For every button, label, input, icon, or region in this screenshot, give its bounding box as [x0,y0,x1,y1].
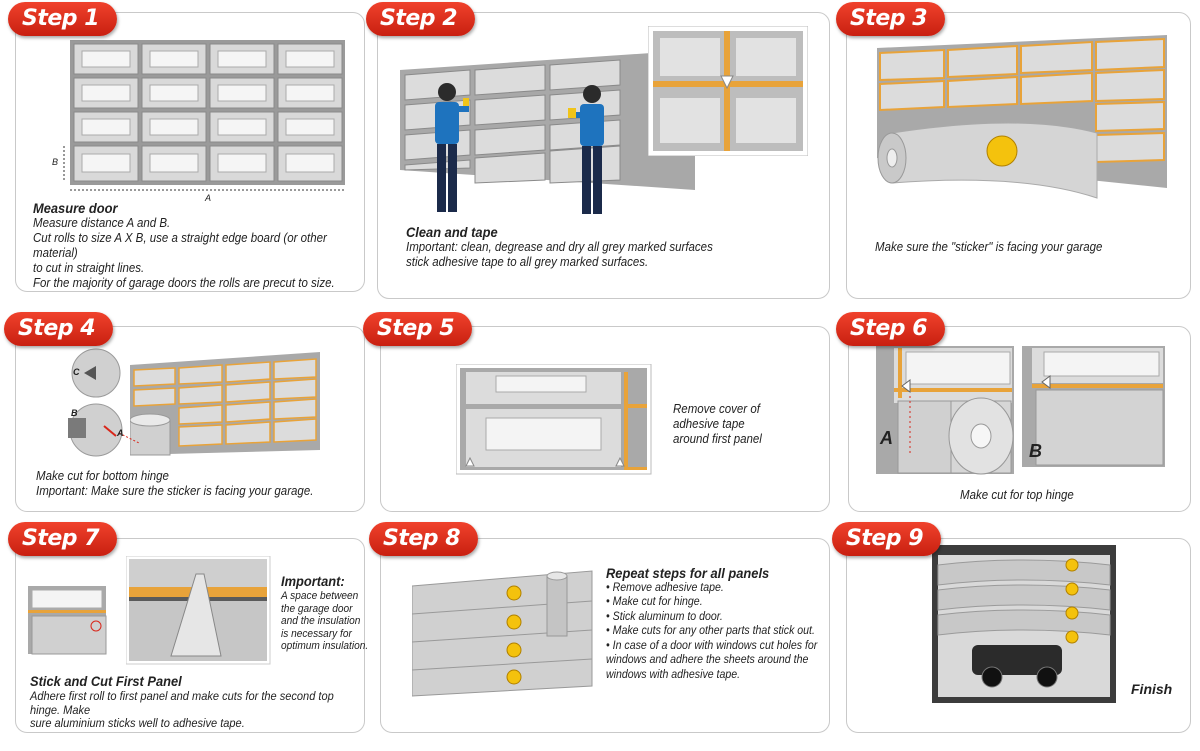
step-8-bullet: Make cuts for any other parts that stick… [606,624,818,639]
step-7-panel-illustration [28,586,107,655]
step-6-badge: Step 6 [836,312,945,346]
step-9-title: Finish [1131,681,1173,697]
step-7-line: sure aluminium sticks well to adhesive t… [30,716,245,730]
step-7-zoom-detail [126,556,271,665]
step-5-line: Remove cover of [673,402,760,416]
step-4-label-a: A [117,428,124,438]
step-4-badge: Step 4 [4,312,113,346]
step-9-badge: Step 9 [832,522,941,556]
step-6-text: Make cut for top hinge [960,488,1144,503]
step-2-title: Clean and tape [406,224,498,240]
step-1-title: Measure door [33,200,118,216]
step-8-badge: Step 8 [369,522,478,556]
step-4-label-b: B [71,408,78,418]
step-5-line: around first panel [673,432,762,446]
step-8-line: windows with adhesive tape. [606,668,741,681]
step-8-line: windows and adhere the sheets around the [606,654,809,666]
step-2-text: Clean and tape Important: clean, degreas… [406,225,774,270]
step-7-badge: Step 7 [8,522,117,556]
step-8-title: Repeat steps for all panels [606,565,770,581]
step-9-garage-illustration [932,545,1116,703]
step-7-note-title: Important: [281,573,345,589]
step-4-door-illustration [130,352,320,456]
step-6-line: Make cut for top hinge [960,488,1074,502]
step-2-zoom-detail [648,26,808,156]
step-1-label-a: A [205,193,212,203]
step-1-line: to cut in straight lines. [33,261,145,275]
step-1-text: Measure door Measure distance A and B. C… [33,201,364,291]
step-1-line: For the majority of garage doors the rol… [33,276,335,290]
step-5-badge: Step 5 [363,312,472,346]
step-8-bullet: Remove adhesive tape. [606,581,818,596]
step-6-label-b: B [1029,441,1042,461]
step-8-bullet: In case of a door with windows cut holes… [606,639,818,654]
step-6-illustration-a [876,346,1014,475]
step-6-label-a: A [880,428,893,448]
step-3-text: Make sure the "sticker" is facing your g… [875,240,1151,255]
step-5-line: adhesive tape [673,417,745,431]
step-7-note-line: optimum insulation. [281,640,369,652]
step-1-door-illustration [63,40,345,191]
step-3-line: Make sure the "sticker" is facing your g… [875,240,1103,254]
step-8-bullet-list: Remove adhesive tape. Make cut for hinge… [606,581,818,654]
step-5-text: Remove cover of adhesive tape around fir… [673,402,793,447]
step-7-note-line: the garage door [281,602,353,615]
step-4-label-c: C [73,367,80,377]
step-4-zoom-detail [68,348,139,457]
step-5-panel-illustration [456,364,652,475]
cleaning-person-icon [435,83,469,212]
taping-person-icon [568,85,604,214]
step-3-badge: Step 3 [836,2,945,36]
step-2-door-illustration [400,50,695,190]
step-2-line: stick adhesive tape to all grey marked s… [406,255,649,269]
step-7-text: Stick and Cut First Panel Adhere first r… [30,673,361,731]
step-3-door-illustration [877,35,1167,199]
step-1-badge: Step 1 [8,2,117,36]
step-7-line: Adhere first roll to first panel and mak… [30,689,334,717]
step-4-text: Make cut for bottom hinge Important: Mak… [36,469,330,499]
step-1-label-b: B [52,157,59,167]
step-7-title: Stick and Cut First Panel [30,673,182,689]
step-8-bullet: Stick aluminum to door. [606,610,818,625]
step-1-line: Measure distance A and B. [33,216,171,230]
step-8-text: Repeat steps for all panels Remove adhes… [606,566,818,682]
step-7-note-line: is necessary for [281,627,352,640]
step-6-illustration-b [1022,346,1165,467]
step-8-bullet: Make cut for hinge. [606,595,818,610]
step-2-badge: Step 2 [366,2,475,36]
step-7-note-line: and the insulation [281,615,361,627]
step-7-note-line: A space between [281,590,359,602]
step-1-line: Cut rolls to size A X B, use a straight … [33,231,327,260]
step-8-door-illustration [412,570,593,697]
step-2-line: Important: clean, degrease and dry all g… [406,240,713,254]
step-4-line: Make cut for bottom hinge [36,469,169,483]
step-7-note: Important: A space between the garage do… [281,573,373,653]
step-4-line: Important: Make sure the sticker is faci… [36,484,314,498]
